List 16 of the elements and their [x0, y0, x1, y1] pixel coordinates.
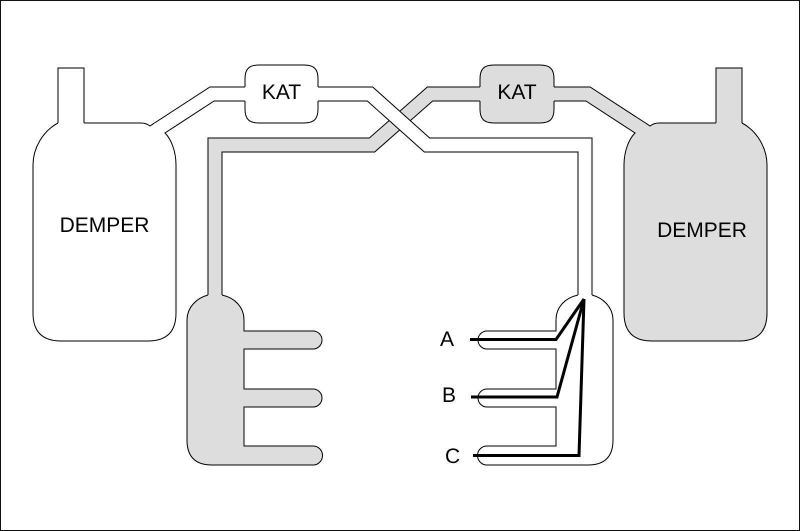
- runner-letter: C: [445, 446, 460, 467]
- runner-letter: B: [442, 385, 456, 406]
- part-label: DEMPER: [657, 220, 747, 240]
- part-label: DEMPER: [60, 214, 150, 236]
- exhaust-manifold: [187, 295, 322, 466]
- muffler: [33, 123, 176, 341]
- part-label: KAT: [262, 82, 302, 102]
- exhaust-pipe: [552, 86, 649, 128]
- exhaust-manifold: [478, 295, 613, 466]
- muffler: [624, 123, 767, 341]
- catalytic-converter: [480, 65, 554, 123]
- runner-letter: A: [440, 329, 454, 350]
- exhaust-pipe: [208, 86, 482, 296]
- catalytic-converter: [245, 65, 318, 123]
- exhaust-pipe: [316, 86, 592, 296]
- part-label: KAT: [497, 82, 537, 102]
